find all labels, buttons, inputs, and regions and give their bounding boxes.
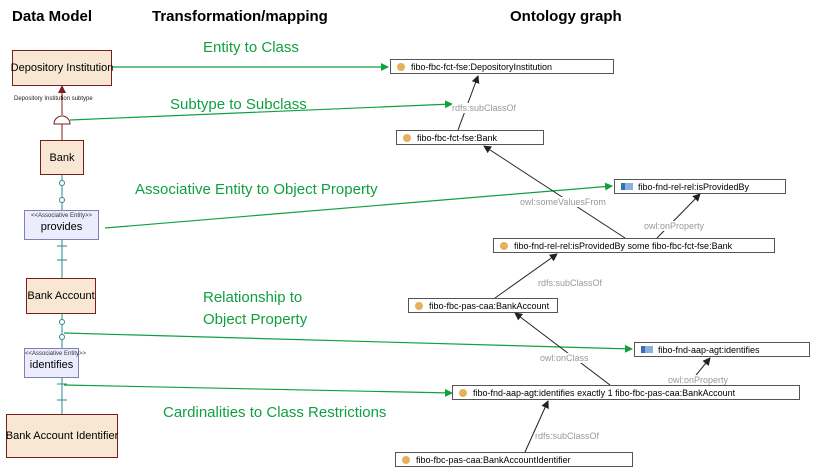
- restriction-icon: [459, 388, 467, 397]
- entity-bank[interactable]: Bank: [40, 140, 84, 175]
- cardinality-marker: [59, 319, 65, 325]
- edge-label-subclass: rdfs:subClassOf: [535, 431, 600, 441]
- object-property-icon: [621, 183, 633, 190]
- subtype-to-subclass-arrow: [69, 100, 453, 121]
- edge-label-on-property: owl:onProperty: [644, 221, 705, 231]
- edge-label-on-property: owl:onProperty: [668, 375, 729, 385]
- object-property-icon: [641, 346, 653, 353]
- class-node-bank[interactable]: fibo-fbc-fct-fse:Bank: [396, 130, 544, 145]
- on-class-edge: [514, 312, 611, 386]
- edge-label-some-values-from: owl:someValuesFrom: [520, 197, 606, 207]
- class-node-depository-institution[interactable]: fibo-fbc-fct-fse:DepositoryInstitution: [390, 59, 614, 74]
- property-node-identifies[interactable]: fibo-fnd-aap-agt:identifies: [634, 342, 810, 357]
- assoc-to-property-arrow: [104, 182, 613, 229]
- ontology-header: Ontology graph: [510, 8, 622, 25]
- data-model-header: Data Model: [12, 8, 93, 25]
- mapping-relationship-line2: Object Property: [203, 311, 308, 328]
- class-icon: [397, 62, 405, 71]
- class-label: fibo-fbc-fct-fse:DepositoryInstitution: [411, 61, 553, 72]
- class-icon: [403, 133, 411, 142]
- subtype-discriminator: [53, 115, 71, 125]
- subtype-caption: Depository Institution subtype: [14, 96, 93, 102]
- assoc-stereotype: <<Associative Entity>>: [30, 213, 93, 219]
- class-icon: [402, 455, 410, 464]
- cardinality-marker: [59, 334, 65, 340]
- cardinality-marker: [59, 180, 65, 186]
- mapping-relationship-line1: Relationship to: [203, 289, 303, 306]
- entity-bank-account[interactable]: Bank Account: [26, 278, 96, 314]
- relationship-to-property-arrow: [63, 332, 633, 353]
- assoc-entity-identifies[interactable]: <<Associative Entity>> identifies: [24, 348, 87, 378]
- assoc-name: identifies: [29, 359, 74, 371]
- some-values-from-edge: [483, 145, 626, 239]
- entity-bank-account-identifier[interactable]: Bank Account Identifier: [6, 414, 118, 458]
- restriction-node-identifies[interactable]: fibo-fnd-aap-agt:identifies exactly 1 fi…: [452, 385, 800, 400]
- property-label: fibo-fnd-rel-rel:isProvidedBy: [638, 181, 750, 192]
- assoc-stereotype: <<Associative Entity>>: [25, 351, 87, 357]
- restriction-node-provided-by[interactable]: fibo-fnd-rel-rel:isProvidedBy some fibo-…: [493, 238, 775, 253]
- cardinality-to-restriction-arrow: [63, 384, 453, 397]
- mapping-entity-to-class: Entity to Class: [203, 39, 299, 56]
- restriction-label: fibo-fnd-rel-rel:isProvidedBy some fibo-…: [514, 240, 733, 251]
- class-label: fibo-fbc-pas-caa:BankAccount: [429, 300, 550, 311]
- assoc-name: provides: [40, 221, 83, 233]
- data-model-connectors: [53, 85, 71, 414]
- mapping-arrows: [63, 63, 633, 397]
- class-label: fibo-fbc-fct-fse:Bank: [417, 132, 498, 143]
- mapping-assoc-to-property: Associative Entity to Object Property: [135, 181, 378, 198]
- cardinality-marker: [59, 197, 65, 203]
- subclass-edge: [524, 400, 549, 453]
- edge-label-subclass: rdfs:subClassOf: [452, 103, 517, 113]
- mapping-subtype-to-subclass: Subtype to Subclass: [170, 96, 307, 113]
- property-label: fibo-fnd-aap-agt:identifies: [658, 344, 760, 355]
- edge-label-subclass: rdfs:subClassOf: [538, 278, 603, 288]
- mapping-cardinalities: Cardinalities to Class Restrictions: [163, 404, 387, 421]
- transformation-header: Transformation/mapping: [152, 8, 328, 25]
- on-property-edge: [656, 193, 701, 239]
- class-node-bank-account-identifier[interactable]: fibo-fbc-pas-caa:BankAccountIdentifier: [395, 452, 633, 467]
- class-icon: [415, 301, 423, 310]
- class-node-bank-account[interactable]: fibo-fbc-pas-caa:BankAccount: [408, 298, 558, 313]
- class-label: fibo-fbc-pas-caa:BankAccountIdentifier: [416, 454, 571, 465]
- restriction-label: fibo-fnd-aap-agt:identifies exactly 1 fi…: [473, 387, 736, 398]
- assoc-entity-provides[interactable]: <<Associative Entity>> provides: [24, 210, 99, 240]
- property-node-is-provided-by[interactable]: fibo-fnd-rel-rel:isProvidedBy: [614, 179, 786, 194]
- subclass-edge: [494, 253, 558, 299]
- edge-label-on-class: owl:onClass: [540, 353, 589, 363]
- restriction-icon: [500, 241, 508, 250]
- entity-depository-institution[interactable]: Depository Institution: [11, 50, 113, 86]
